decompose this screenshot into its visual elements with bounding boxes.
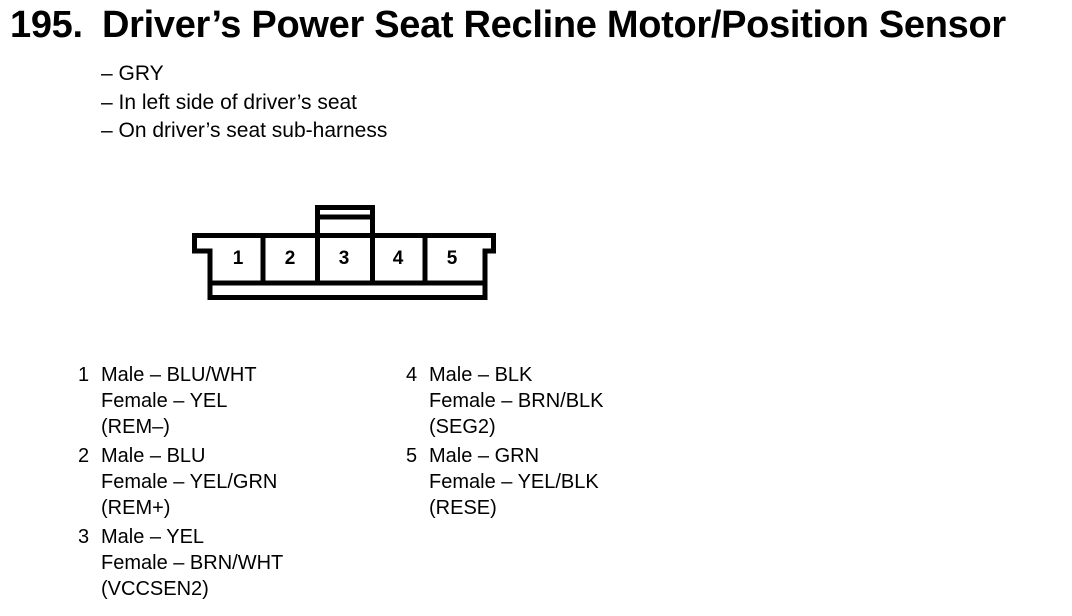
pinout-column-left: 1 Male – BLU/WHT Female – YEL (REM–) 2 M… bbox=[78, 362, 283, 605]
note-harness: – On driver’s seat sub-harness bbox=[101, 119, 388, 142]
pin-entry-5: 5 Male – GRN Female – YEL/BLK (RESE) bbox=[406, 443, 604, 521]
pin-number: 4 bbox=[406, 364, 418, 386]
pin-male-wire: Male – BLK bbox=[429, 364, 533, 386]
connector-housing bbox=[192, 233, 496, 300]
pin-number: 2 bbox=[78, 445, 90, 467]
note-location: – In left side of driver’s seat bbox=[101, 90, 358, 114]
section-title: Driver’s Power Seat Recline Motor/Positi… bbox=[102, 4, 1006, 46]
cavity-label-1: 1 bbox=[233, 248, 244, 269]
section-number: 195. bbox=[10, 4, 83, 46]
pin-male-wire: Male – BLU/WHT bbox=[101, 364, 257, 386]
pin-signal: (REM–) bbox=[101, 416, 170, 438]
cavity-label-4: 4 bbox=[393, 248, 404, 269]
pin-male-wire: Male – YEL bbox=[101, 526, 205, 548]
pin-female-wire: Female – BRN/WHT bbox=[101, 552, 284, 574]
pin-entry-3: 3 Male – YEL Female – BRN/WHT (VCCSEN2) bbox=[78, 524, 283, 602]
pin-entry-2: 2 Male – BLU Female – YEL/GRN (REM+) bbox=[78, 443, 283, 521]
pin-signal: (SEG2) bbox=[429, 416, 496, 438]
page-title: 195. Driver’s Power Seat Recline Motor/Po… bbox=[10, 4, 1006, 47]
pin-number: 5 bbox=[406, 445, 418, 467]
pin-female-wire: Female – YEL/GRN bbox=[101, 471, 278, 493]
pin-signal: (RESE) bbox=[429, 497, 497, 519]
connector-notes: – GRY – In left side of driver’s seat – … bbox=[101, 60, 387, 146]
pin-male-wire: Male – BLU bbox=[101, 445, 206, 467]
pin-signal: (REM+) bbox=[101, 497, 171, 519]
note-color: – GRY bbox=[101, 62, 164, 85]
pin-male-wire: Male – GRN bbox=[429, 445, 540, 467]
connector-diagram: 1 2 3 4 5 bbox=[192, 205, 496, 300]
pin-number: 1 bbox=[78, 364, 90, 386]
pin-number: 3 bbox=[78, 526, 90, 548]
cavity-label-2: 2 bbox=[285, 248, 296, 269]
cavity-label-3: 3 bbox=[339, 248, 350, 269]
pin-female-wire: Female – YEL/BLK bbox=[429, 471, 599, 493]
cavity-label-5: 5 bbox=[447, 248, 458, 269]
pin-female-wire: Female – YEL bbox=[101, 390, 228, 412]
pin-entry-4: 4 Male – BLK Female – BRN/BLK (SEG2) bbox=[406, 362, 604, 440]
pin-signal: (VCCSEN2) bbox=[101, 578, 209, 600]
pin-female-wire: Female – BRN/BLK bbox=[429, 390, 604, 412]
connector-lock-tab bbox=[315, 205, 375, 238]
pin-entry-1: 1 Male – BLU/WHT Female – YEL (REM–) bbox=[78, 362, 283, 440]
pinout-column-right: 4 Male – BLK Female – BRN/BLK (SEG2) 5 M… bbox=[406, 362, 604, 524]
